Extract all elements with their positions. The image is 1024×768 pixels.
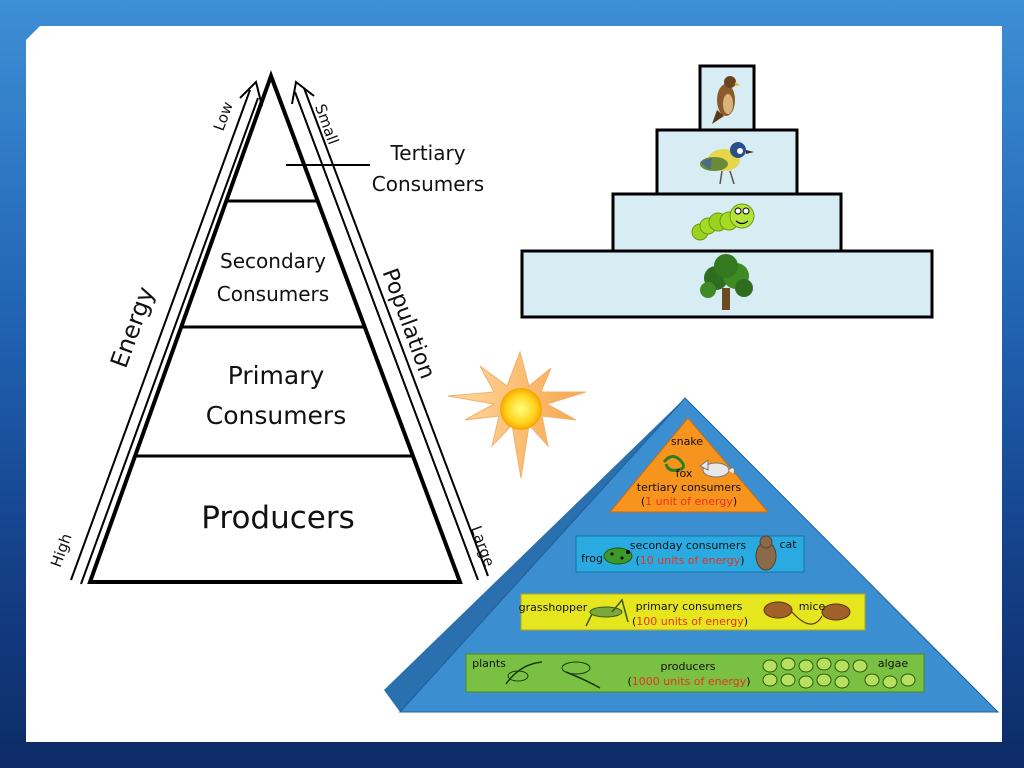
energy-low-label: Low bbox=[210, 99, 237, 133]
band-tertiary: snake fox tertiary consumers (1 unit of … bbox=[608, 417, 770, 513]
population-small-label: Small bbox=[311, 102, 342, 147]
fox-icon bbox=[699, 459, 735, 478]
plant-icon bbox=[505, 661, 601, 689]
grasshopper-label: grasshopper bbox=[519, 601, 588, 614]
secondary-energy-text: (10 units of energy) bbox=[635, 554, 744, 567]
grasshopper-icon bbox=[585, 598, 629, 627]
primary-consumers-label: primary consumers bbox=[636, 600, 743, 613]
energy-arrow bbox=[70, 80, 263, 585]
primary-energy-text: (100 units of energy) bbox=[632, 615, 748, 628]
snake-label: snake bbox=[671, 435, 703, 448]
pyramid-side-face bbox=[384, 398, 685, 712]
mice-label: mice bbox=[799, 600, 826, 613]
tier-secondary-line1: Secondary bbox=[220, 249, 326, 273]
food-pyramid: snake fox tertiary consumers (1 unit of … bbox=[384, 397, 1000, 713]
caterpillar-icon bbox=[691, 203, 755, 241]
tertiary-energy-value: 1 unit of energy bbox=[645, 495, 733, 508]
frog-label: frog bbox=[581, 552, 603, 565]
tertiary-energy-text: (1 unit of energy) bbox=[641, 495, 737, 508]
tier-producers: Producers bbox=[201, 500, 355, 536]
producers-energy-text: (1000 units of energy) bbox=[627, 675, 750, 688]
producers-energy-value: 1000 units of energy bbox=[632, 675, 747, 688]
band-secondary: frog seconday consumers cat (10 units of… bbox=[575, 535, 805, 573]
primary-energy-value: 100 units of energy bbox=[636, 615, 744, 628]
plants-label: plants bbox=[472, 657, 506, 670]
producers-label: producers bbox=[660, 660, 715, 673]
energy-pyramid: Producers Primary Consumers Secondary Co… bbox=[47, 70, 498, 585]
stack-level-tertiary bbox=[698, 64, 756, 132]
algae-icon bbox=[762, 657, 916, 689]
frog-icon bbox=[603, 547, 633, 565]
stacked-pyramid bbox=[520, 64, 934, 319]
sun-icon bbox=[447, 350, 587, 479]
tertiary-label-line1: Tertiary bbox=[389, 141, 465, 165]
band-producers: plants producers algae (1000 units of en… bbox=[465, 653, 925, 693]
population-arrow bbox=[291, 80, 489, 581]
tier-primary-line2: Consumers bbox=[206, 401, 347, 430]
tree-icon bbox=[700, 254, 753, 310]
rat-icon bbox=[755, 535, 777, 571]
cat-label: cat bbox=[779, 538, 797, 551]
bird-icon bbox=[700, 142, 754, 185]
secondary-consumers-label: seconday consumers bbox=[630, 539, 746, 552]
snake-icon bbox=[662, 455, 685, 472]
hawk-icon bbox=[712, 76, 740, 124]
band-primary: grasshopper primary consumers mice (100 … bbox=[519, 593, 866, 631]
fox-label: fox bbox=[676, 467, 693, 480]
tier-primary-line1: Primary bbox=[228, 361, 325, 390]
tertiary-consumers-label: tertiary consumers bbox=[637, 481, 742, 494]
tertiary-label-line2: Consumers bbox=[372, 172, 484, 196]
mouse-icon bbox=[763, 601, 851, 625]
energy-high-label: High bbox=[47, 531, 76, 570]
algae-label: algae bbox=[878, 657, 909, 670]
tier-secondary-line2: Consumers bbox=[217, 282, 329, 306]
secondary-energy-value: 10 units of energy bbox=[640, 554, 741, 567]
